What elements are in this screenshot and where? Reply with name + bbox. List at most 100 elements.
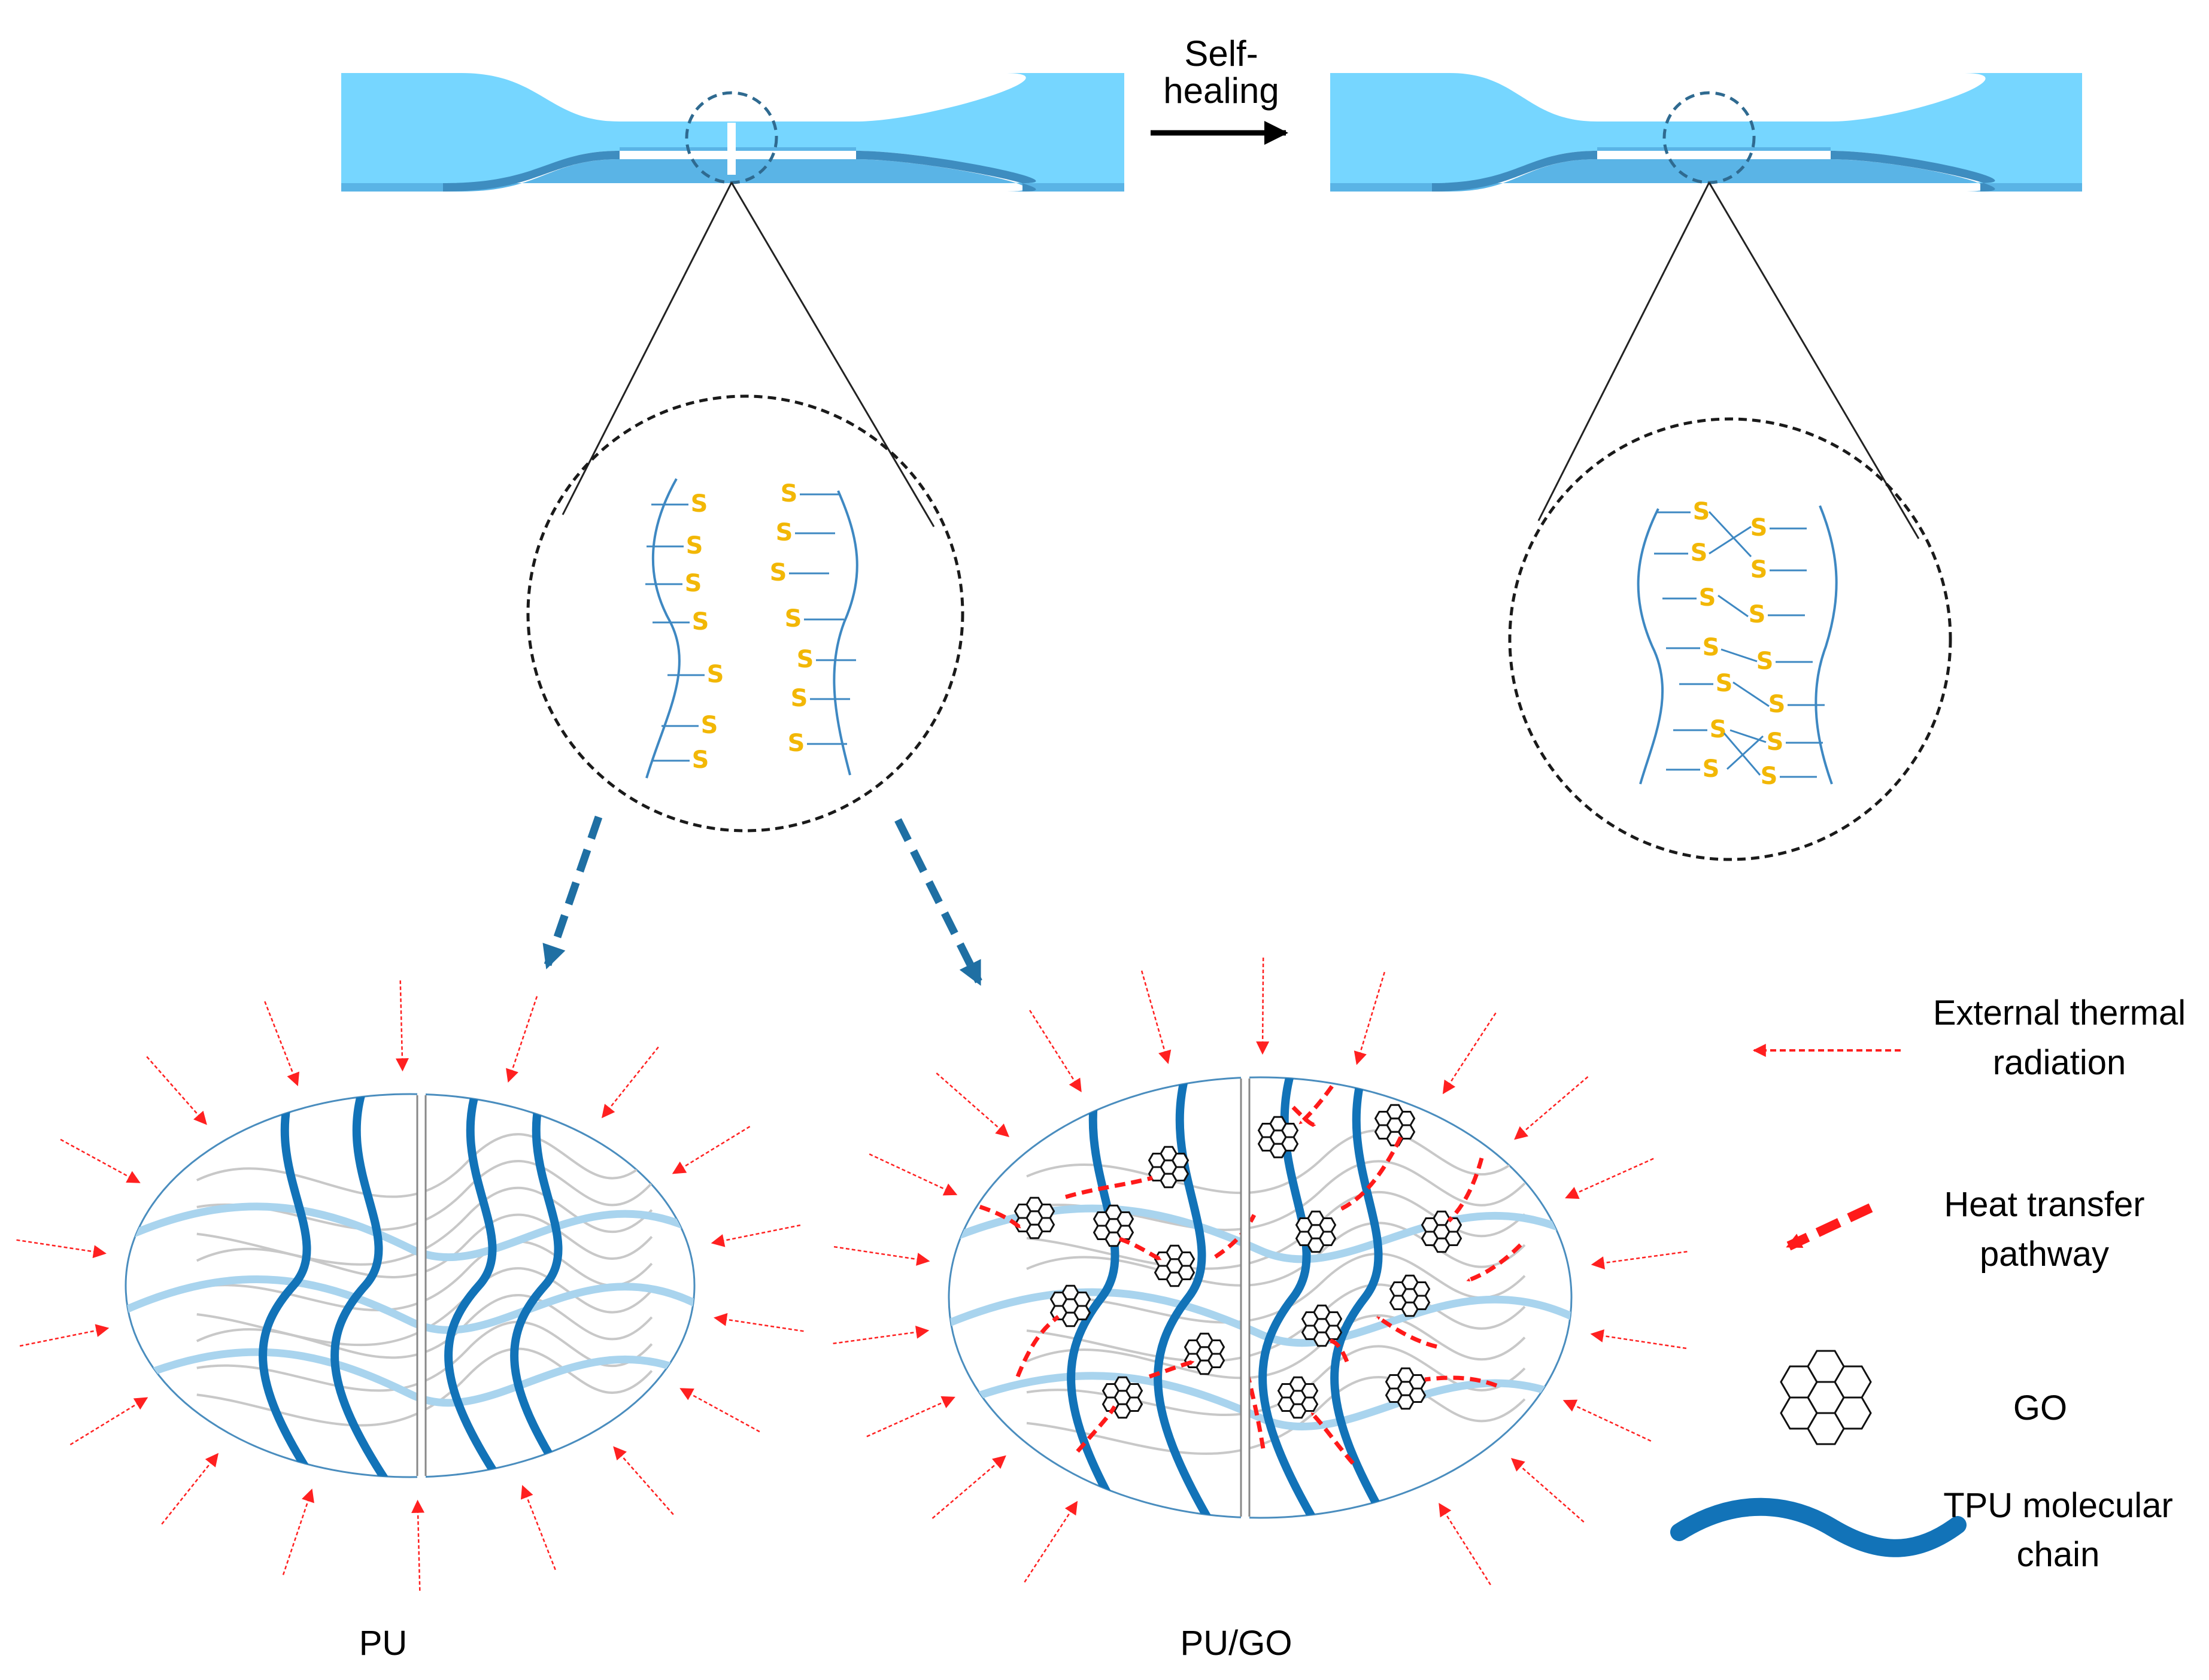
healed-zoom-circle	[1508, 417, 1952, 861]
legend-tpu-line1: TPU molecular	[1943, 1486, 2173, 1525]
carbon-ring	[1433, 1237, 1451, 1253]
heat-transfer-arrow	[1376, 1315, 1437, 1349]
legend-tpu-chain	[1670, 1497, 1967, 1557]
crack-gap	[1241, 1071, 1249, 1524]
carbon-ring	[1397, 1394, 1415, 1410]
zoom-line	[562, 182, 733, 515]
radiation-arrow	[19, 1324, 110, 1347]
carbon-ring	[1313, 1304, 1331, 1320]
go-sheet	[1148, 1146, 1190, 1189]
carbon-ring	[1307, 1237, 1325, 1253]
radiation-arrow	[711, 1224, 801, 1247]
pu-go-caption: PU/GO	[1181, 1624, 1292, 1663]
sulfur-atom: S	[791, 685, 808, 712]
carbon-ring	[1195, 1332, 1213, 1348]
dashed-arrow-to-pu	[542, 815, 603, 970]
heat-transfer-arrow	[1291, 1105, 1316, 1128]
sulfur-atom: S	[691, 490, 708, 518]
sulfur-atom: S	[1750, 556, 1768, 584]
radiation-arrow	[931, 1455, 1006, 1519]
sulfur-atom: S	[1716, 670, 1733, 697]
heat-transfer-arrow	[1328, 1338, 1349, 1363]
light-tpu-chain	[949, 1372, 1571, 1431]
carbon-ring	[1104, 1204, 1122, 1220]
go-sheet	[1389, 1274, 1431, 1317]
gray-chain	[1026, 1375, 1526, 1455]
legend-radiation-line2: radiation	[1993, 1043, 2126, 1082]
sulfur-atom: S	[1703, 755, 1720, 783]
specimen-shadow	[1432, 151, 1597, 192]
sulfur-atom: S	[686, 532, 703, 560]
tpu-molecular-chain	[1067, 1077, 1132, 1518]
go-sheet	[1421, 1210, 1462, 1253]
carbon-ring	[1397, 1367, 1415, 1383]
sulfur-atom: S	[1756, 648, 1774, 675]
legend-heat-arrow	[1786, 1203, 1873, 1251]
radiation-arrow	[16, 1239, 107, 1259]
carbon-ring	[1160, 1172, 1178, 1189]
carbon-ring	[1401, 1274, 1419, 1290]
go-sheet	[1154, 1244, 1195, 1287]
radiation-arrow	[1510, 1457, 1585, 1523]
sulfur-atom: S	[788, 730, 805, 757]
heat-transfer-arrow	[1148, 1359, 1195, 1379]
specimen-edge	[341, 159, 1124, 192]
disulfide-bond	[1709, 525, 1752, 555]
carbon-ring	[1195, 1359, 1213, 1375]
go-sheet	[1295, 1210, 1337, 1253]
radiation-arrow	[833, 1325, 930, 1345]
tpu-molecular-chain	[1330, 1077, 1395, 1518]
carbon-ring	[1113, 1376, 1131, 1392]
self-healing-label-line1: Self-	[1184, 34, 1258, 74]
specimen-shadow	[1831, 151, 1995, 192]
tpu-molecular-chain	[444, 1094, 509, 1477]
gray-chain	[1026, 1222, 1526, 1287]
radiation-arrow	[520, 1485, 556, 1570]
radiation-arrow	[1029, 1010, 1082, 1093]
crack-gap	[417, 1088, 426, 1483]
sulfur-atom: S	[776, 519, 793, 546]
thermal-radiation-arrows	[16, 957, 1688, 1591]
carbon-ring	[1313, 1331, 1331, 1347]
sulfur-atom: S	[797, 646, 814, 673]
tpu-molecular-chain	[259, 1094, 324, 1477]
radiation-arrow	[1442, 1012, 1497, 1095]
sulfur-atom: S	[770, 559, 787, 587]
broken-zoom-circle	[526, 394, 964, 833]
go-sheet	[1385, 1367, 1427, 1410]
radiation-arrow	[161, 1453, 219, 1525]
radiation-arrow	[146, 1056, 207, 1125]
go-sheet	[1014, 1196, 1055, 1240]
sulfur-atom: S	[701, 712, 718, 739]
go-sheet	[1780, 1350, 1872, 1445]
radiation-arrow	[1140, 970, 1172, 1064]
radiation-arrow	[601, 1046, 659, 1119]
tpu-molecular-chain	[1258, 1077, 1324, 1518]
polymer-backbone	[833, 490, 858, 776]
radiation-arrow	[866, 1396, 955, 1438]
heat-transfer-arrow	[1214, 1214, 1257, 1259]
heat-transfer-arrow	[1424, 1375, 1498, 1388]
self-healing-label-line2: healing	[1163, 71, 1279, 111]
specimen-edge	[1330, 159, 2082, 192]
radiation-arrow	[395, 980, 409, 1072]
heat-transfer-arrow	[1340, 1136, 1403, 1211]
zoom-line	[730, 182, 935, 527]
go-sheet	[1049, 1284, 1091, 1327]
sulfur-atom: S	[785, 605, 802, 633]
tpu-molecular-chain	[510, 1094, 575, 1477]
sulfur-atom: S	[1691, 539, 1708, 567]
tpu-molecular-chain	[330, 1094, 396, 1477]
pu-go-network	[948, 1071, 1573, 1524]
heat-transfer-arrow	[1076, 1405, 1117, 1453]
light-tpu-chain	[126, 1348, 694, 1407]
carbon-ring	[1269, 1143, 1287, 1159]
light-tpu-chain	[949, 1204, 1571, 1263]
pu-network	[125, 1088, 696, 1483]
go-sheet	[1184, 1332, 1225, 1375]
disulfide-bond	[1708, 511, 1752, 558]
sulfur-atom: S	[707, 661, 724, 688]
